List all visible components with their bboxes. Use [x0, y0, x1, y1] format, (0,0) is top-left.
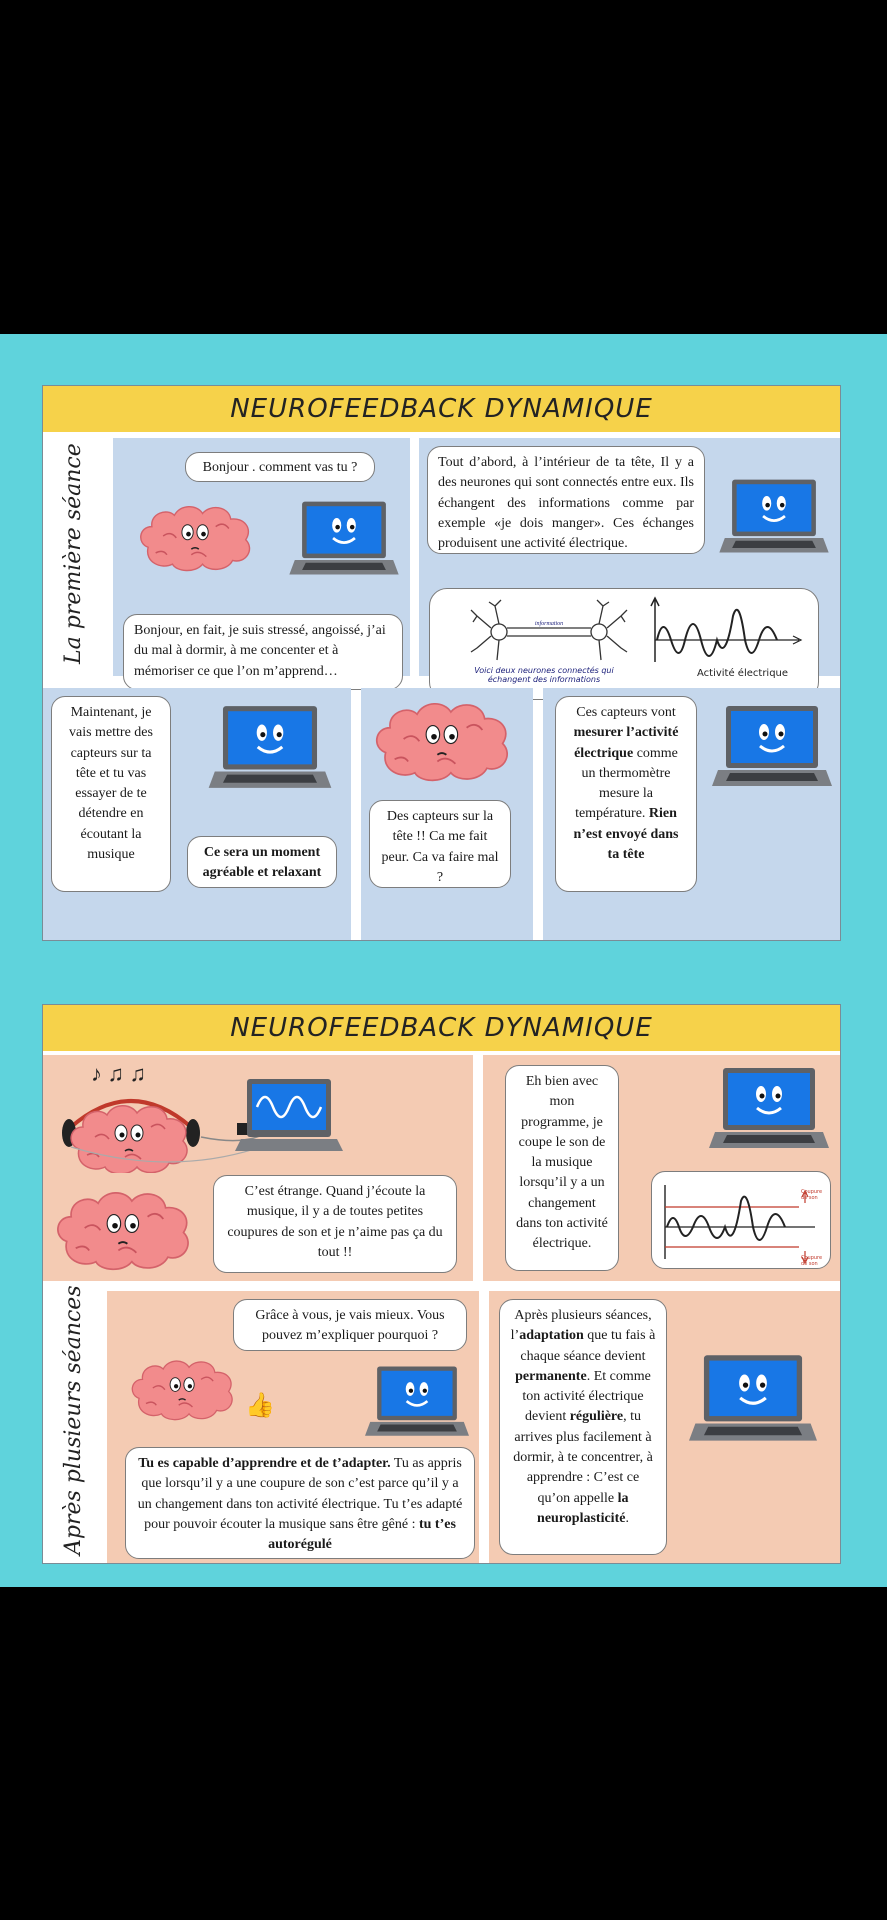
- better-cell: Grâce à vous, je vais mieux. Vous pouvez…: [107, 1291, 479, 1563]
- smiling-laptop-icon: [365, 1363, 469, 1441]
- annoyed-brain-icon: [51, 1183, 197, 1273]
- feel-better-bubble: Grâce à vous, je vais mieux. Vous pouvez…: [233, 1299, 467, 1351]
- neurons-figure-box: [429, 588, 819, 700]
- neuroplasticity-emphasis: régulière: [569, 1409, 624, 1425]
- smiling-laptop-icon: [709, 1063, 829, 1155]
- reassure-emphasis: Rien n’est envoyé dans ta tête: [573, 806, 679, 863]
- side-label-cell: Après plusieurs séances: [43, 1285, 107, 1563]
- neuroplasticity-text: que tu fais à chaque séance devient: [520, 1328, 656, 1364]
- top-banner-title: NEUROFEEDBACK DYNAMIQUE: [43, 386, 840, 432]
- neuroplasticity-emphasis: adaptation: [519, 1328, 584, 1344]
- scared-brain-icon: [369, 694, 517, 784]
- connected-neurons-icon: information: [470, 599, 628, 661]
- upper-cut-label: Coupure de son: [801, 1189, 823, 1201]
- neurons-caption: Voici deux neurones connectés qui échang…: [474, 666, 614, 684]
- worried-brain-icon: [135, 498, 257, 574]
- neuroplasticity-text: . Et comme ton activité électrique devie…: [522, 1368, 651, 1425]
- reassure-emphasis: mesurer l’activité électrique: [573, 725, 679, 761]
- infographic-canvas: NEUROFEEDBACK DYNAMIQUE La première séan…: [0, 334, 887, 1587]
- lower-cut-label: Coupure de son: [801, 1255, 823, 1267]
- neuroplasticity-cell: Après plusieurs séances, l’adaptation qu…: [489, 1291, 840, 1563]
- neuroplasticity-emphasis: la neuroplasticité: [537, 1490, 629, 1526]
- music-cuts-cell: ♪ ♫ ♫ C’est étrange. Quand j’écoute la m…: [43, 1055, 473, 1281]
- info-arrow-label: information: [535, 620, 563, 627]
- sensors-intro-cell: Maintenant, je vais mettre des capteurs …: [43, 688, 351, 940]
- fear-bubble: Des capteurs sur la tête !! Ca me fait p…: [369, 800, 511, 888]
- first-session-label: La première séance: [61, 443, 86, 664]
- program-cell: Eh bien avec mon programme, je coupe le …: [483, 1055, 840, 1281]
- side-label-cell: La première séance: [43, 432, 112, 676]
- after-sessions-label: Après plusieurs séances: [61, 1285, 86, 1555]
- fear-cell: Des capteurs sur la tête !! Ca me fait p…: [361, 688, 533, 940]
- neuroplasticity-emphasis: permanente: [515, 1368, 587, 1384]
- neuroplasticity-text: Après plusieurs séances, l’: [510, 1308, 652, 1344]
- greeting-cell: Bonjour . comment vas tu ? Bonjour, en f…: [113, 438, 410, 690]
- neuroplasticity-text: .: [625, 1510, 629, 1526]
- smiling-laptop-icon: [207, 702, 333, 794]
- neurons-explain-cell: Tout d’abord, à l’intérieur de ta tête, …: [419, 438, 840, 700]
- self-regulated-emphasis: Tu es capable d’apprendre et de t’adapte…: [138, 1456, 391, 1471]
- reassure-text: Ces capteurs vont: [576, 705, 676, 720]
- after-sessions-panel: NEUROFEEDBACK DYNAMIQUE ♪ ♫ ♫: [42, 1004, 841, 1564]
- bottom-banner-title: NEUROFEEDBACK DYNAMIQUE: [43, 1005, 840, 1051]
- reassure-bubble: Ces capteurs vont mesurer l’activité éle…: [555, 696, 697, 892]
- self-regulated-emphasis: tu t’es autorégulé: [268, 1516, 456, 1553]
- reassure-cell: Ces capteurs vont mesurer l’activité éle…: [543, 688, 840, 940]
- neuroplasticity-bubble: Après plusieurs séances, l’adaptation qu…: [499, 1299, 667, 1555]
- happy-brain-icon: [127, 1351, 239, 1425]
- thumbs-up-icon: 👍: [245, 1393, 275, 1419]
- smiling-laptop-icon: [719, 476, 829, 558]
- activity-caption: Activité électrique: [697, 668, 789, 679]
- neuroplasticity-text: , tu arrives plus facilement à dormir, à…: [513, 1409, 653, 1506]
- first-session-panel: NEUROFEEDBACK DYNAMIQUE La première séan…: [42, 385, 841, 941]
- self-regulated-text: Tu as appris que lorsqu’il y a une coupu…: [137, 1456, 463, 1532]
- sound-cuts-bubble: C’est étrange. Quand j’écoute la musique…: [213, 1175, 457, 1273]
- music-note-icon: ♪ ♫ ♫: [91, 1061, 146, 1086]
- smiling-laptop-icon: [711, 702, 833, 792]
- reassure-text: comme un thermomètre mesure la températu…: [575, 745, 678, 822]
- threshold-activity-graph: [664, 1185, 815, 1265]
- self-regulated-bubble: Tu es capable d’apprendre et de t’adapte…: [125, 1447, 475, 1559]
- program-bubble: Eh bien avec mon programme, je coupe le …: [505, 1065, 619, 1271]
- regulation-graph-box: [651, 1171, 831, 1269]
- brain-with-headphones-icon: ♪ ♫ ♫: [62, 1061, 343, 1173]
- electric-activity-graph: [650, 596, 803, 662]
- smiling-laptop-icon: [289, 498, 399, 580]
- smiling-laptop-icon: [689, 1351, 817, 1447]
- stress-reply-bubble: Bonjour, en fait, je suis stressé, angoi…: [123, 614, 403, 690]
- greeting-bubble: Bonjour . comment vas tu ?: [185, 452, 375, 482]
- relaxing-moment-bubble: Ce sera un moment agréable et relaxant: [187, 836, 337, 888]
- neurons-explain-bubble: Tout d’abord, à l’intérieur de ta tête, …: [427, 446, 705, 554]
- sensors-intro-bubble: Maintenant, je vais mettre des capteurs …: [51, 696, 171, 892]
